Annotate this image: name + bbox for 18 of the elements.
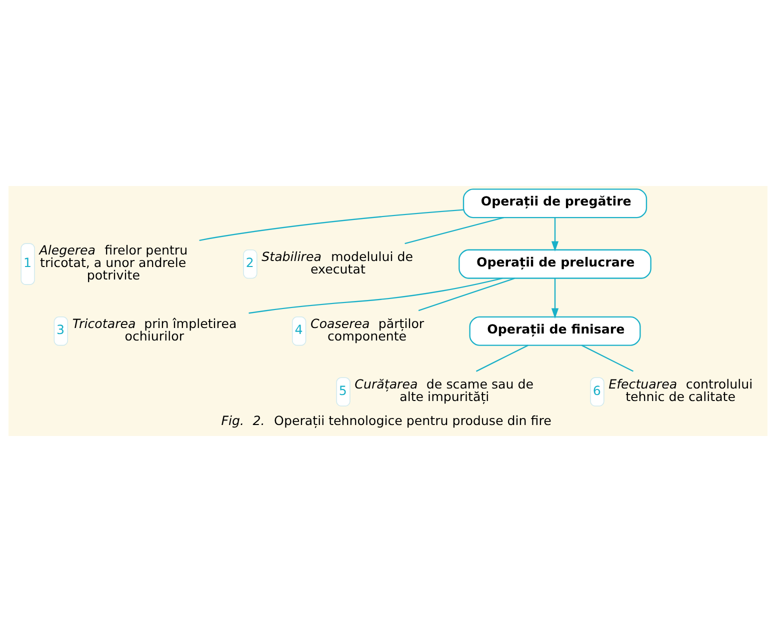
node-box: Operații de prelucrare <box>458 249 652 279</box>
node-box: Operații de finisare <box>469 316 641 346</box>
node-box: Operații de pregătire <box>462 188 648 218</box>
node-label: Coaserea părților componente <box>310 316 424 344</box>
caption: Fig. 2. Operații tehnologice pentru produse din fire <box>221 412 552 428</box>
connector <box>418 278 515 312</box>
node-label: Efectuarea controlului tehnic de calitate <box>608 376 753 404</box>
node-label: Tricotarea prin împletirea ochiurilor <box>72 316 237 344</box>
node-label: Stabilirea modelului de executat <box>262 248 414 276</box>
connector <box>248 278 503 314</box>
arrow <box>551 218 559 252</box>
node-label: Alegerea firelor pentru tricotat, a unor andrele potrivite <box>39 242 188 283</box>
connector <box>581 344 634 372</box>
connector <box>404 216 504 244</box>
connector <box>476 344 528 372</box>
arrow <box>551 278 559 319</box>
node-label: Curățarea de scame sau de alte impurități <box>354 376 534 404</box>
connector <box>199 209 464 241</box>
